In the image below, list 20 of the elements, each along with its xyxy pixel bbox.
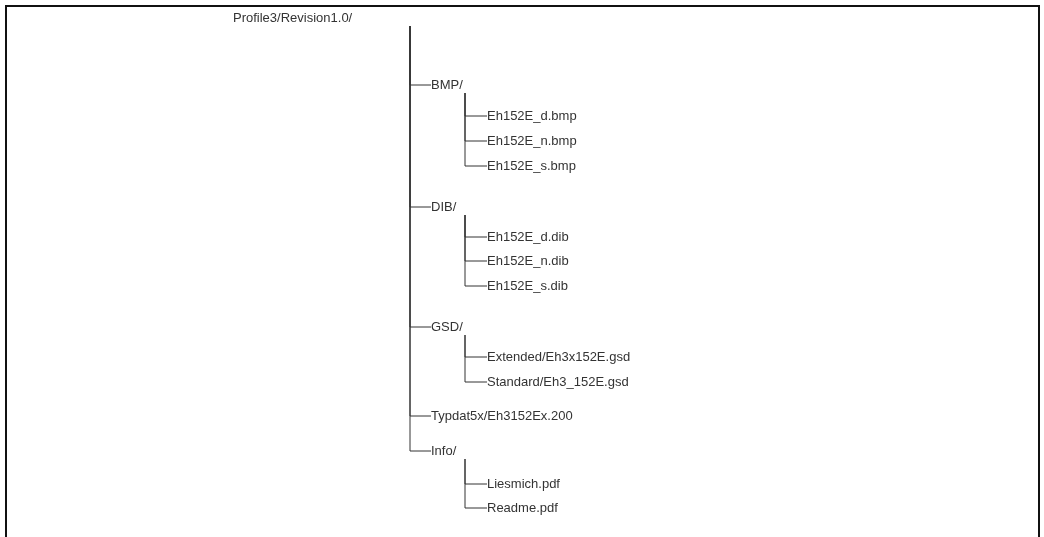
tree-connector xyxy=(464,334,488,383)
file-path-label: Eh152E_n.dib xyxy=(487,253,569,269)
file-path-label: Extended/Eh3x152E.gsd xyxy=(487,349,631,365)
file-path-label: GSD/ xyxy=(431,319,463,335)
file-path-label: Eh152E_s.dib xyxy=(487,278,568,294)
tree-connector xyxy=(464,214,488,287)
file-path-label: Eh152E_n.bmp xyxy=(487,133,577,149)
file-path-label: Standard/Eh3_152E.gsd xyxy=(487,374,629,390)
file-path-label: Readme.pdf xyxy=(487,500,558,516)
tree-connector xyxy=(464,92,488,167)
file-path-label: BMP/ xyxy=(431,77,463,93)
file-path-label: Typdat5x/Eh3152Ex.200 xyxy=(431,408,573,424)
file-path-label: Liesmich.pdf xyxy=(487,476,560,492)
file-path-label: Profile3/Revision1.0/ xyxy=(233,10,353,26)
tree-connector xyxy=(464,458,488,509)
file-path-label: Info/ xyxy=(431,443,457,459)
file-path-label: Eh152E_s.bmp xyxy=(487,158,576,174)
file-path-label: Eh152E_d.dib xyxy=(487,229,569,245)
file-path-label: Eh152E_d.bmp xyxy=(487,108,577,124)
file-path-label: DIB/ xyxy=(431,199,457,215)
